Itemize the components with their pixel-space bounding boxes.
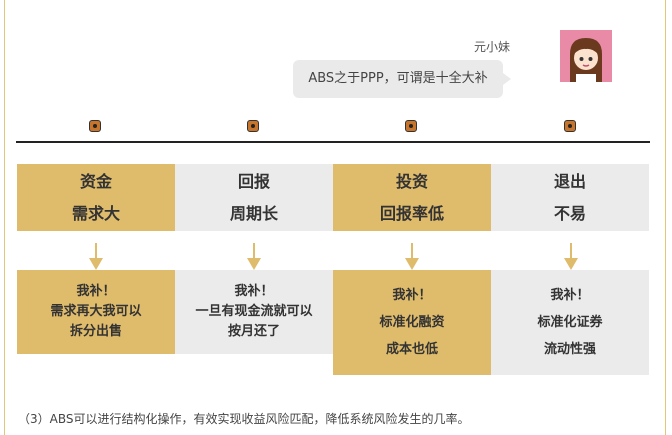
footer-paragraph: （3）ABS可以进行结构化操作，有效实现收益风险匹配，降低系统风险发生的几率。 [18, 412, 470, 426]
result-line: 我补！ [392, 288, 432, 303]
column-result-investment: 我补！ 标准化融资 成本也低 [333, 270, 491, 375]
arrow-down-icon [564, 243, 578, 270]
head-subtitle: 不易 [553, 203, 586, 223]
head-subtitle: 回报率低 [379, 203, 444, 223]
result-line: 需求再大我可以 [50, 304, 142, 319]
head-subtitle: 需求大 [71, 203, 120, 223]
column-result-return: 我补！ 一旦有现金流就可以 按月还了 [175, 270, 333, 354]
left-border [4, 0, 5, 435]
result-line: 拆分出售 [69, 324, 122, 339]
result-line: 我补！ [550, 288, 590, 303]
timeline-dot [247, 120, 259, 132]
result-line: 标准化融资 [379, 315, 445, 330]
result-line: 标准化证券 [537, 315, 603, 330]
result-line: 按月还了 [227, 324, 280, 339]
chat-author-name: 元小妹 [474, 40, 511, 54]
column-result-funding: 我补！ 需求再大我可以 拆分出售 [17, 270, 175, 354]
head-subtitle: 周期长 [229, 203, 278, 223]
head-title: 退出 [553, 171, 586, 191]
right-border [665, 0, 666, 435]
timeline-dot [89, 120, 101, 132]
head-title: 回报 [237, 171, 270, 191]
girl-avatar-icon [560, 30, 612, 82]
arrow-down-icon [89, 243, 103, 270]
result-line: 成本也低 [385, 342, 438, 357]
column-head-funding: 资金 需求大 [17, 164, 175, 231]
result-line: 流动性强 [543, 342, 596, 357]
column-head-investment: 投资 回报率低 [333, 164, 491, 231]
arrow-down-icon [247, 243, 261, 270]
timeline-line [16, 141, 650, 143]
column-result-exit: 我补！ 标准化证券 流动性强 [491, 270, 649, 375]
head-title: 资金 [79, 171, 112, 191]
avatar [560, 30, 612, 82]
column-head-return: 回报 周期长 [175, 164, 333, 231]
result-line: 一旦有现金流就可以 [195, 304, 313, 319]
chat-bubble: ABS之于PPP，可谓是十全大补 [293, 60, 511, 98]
timeline-dot [564, 120, 576, 132]
timeline-dot [405, 120, 417, 132]
arrow-down-icon [405, 243, 419, 270]
column-head-exit: 退出 不易 [491, 164, 649, 231]
head-title: 投资 [395, 171, 428, 191]
result-line: 我补！ [234, 284, 274, 299]
result-line: 我补！ [76, 284, 116, 299]
